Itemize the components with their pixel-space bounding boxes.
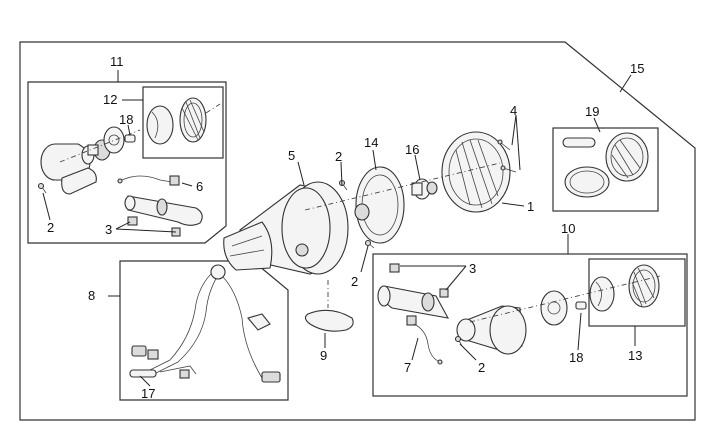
callout-4: 4 — [510, 103, 517, 118]
callout-17: 17 — [141, 386, 155, 401]
callout-2-center-bottom: 2 — [351, 274, 358, 289]
callout-11: 11 — [110, 54, 124, 69]
wire-7 — [406, 315, 443, 365]
reflector-right — [540, 290, 568, 326]
callout-3-left: 3 — [105, 222, 112, 237]
rubber-boot-right — [377, 263, 450, 319]
light-lens-9 — [304, 280, 354, 332]
group-12-frame — [142, 86, 224, 159]
callout-1: 1 — [527, 199, 534, 214]
callout-18-left: 18 — [119, 112, 133, 127]
group-10-frame — [372, 253, 688, 397]
callout-13: 13 — [628, 348, 642, 363]
group-19-frame — [552, 127, 659, 212]
rubber-boot-left — [124, 195, 203, 237]
callout-19: 19 — [585, 104, 599, 119]
screw-2-center-top — [338, 179, 348, 191]
callout-7: 7 — [404, 360, 411, 375]
callout-5: 5 — [288, 148, 295, 163]
headlight-lens-1 — [441, 131, 511, 213]
callout-3-right: 3 — [469, 261, 476, 276]
wire-6 — [117, 175, 180, 186]
lens-12-upper — [146, 97, 221, 145]
callout-12: 12 — [103, 92, 117, 107]
turn-signal-housing-right — [456, 305, 527, 355]
callout-14: 14 — [364, 135, 378, 150]
callout-2-right: 2 — [478, 360, 485, 375]
callout-15: 15 — [630, 61, 644, 76]
callout-18-right: 18 — [569, 350, 583, 365]
callout-2-left: 2 — [47, 220, 54, 235]
callout-16: 16 — [405, 142, 419, 157]
callout-9: 9 — [320, 348, 327, 363]
assembly-frame — [19, 41, 696, 421]
lens-13-right — [589, 264, 660, 312]
group-13-frame — [588, 258, 686, 327]
bulb-16 — [411, 178, 438, 200]
callout-2-center-top: 2 — [335, 149, 342, 164]
rim-19 — [562, 132, 649, 198]
callout-8: 8 — [88, 288, 95, 303]
gasket-18-left — [124, 134, 136, 143]
turn-signal-housing-left — [40, 143, 97, 195]
callout-6: 6 — [196, 179, 203, 194]
screw-2-center-bottom — [364, 239, 375, 249]
reflector-left — [103, 126, 125, 154]
headlight-shell-5 — [223, 181, 349, 275]
screw-2-left — [37, 182, 47, 194]
group-11-frame — [27, 81, 227, 244]
wiring-harness-8 — [129, 264, 281, 383]
screws-4 — [497, 139, 517, 173]
callout-10: 10 — [561, 221, 575, 236]
headlight-mount-14 — [354, 166, 405, 244]
gasket-18-right — [575, 301, 587, 310]
